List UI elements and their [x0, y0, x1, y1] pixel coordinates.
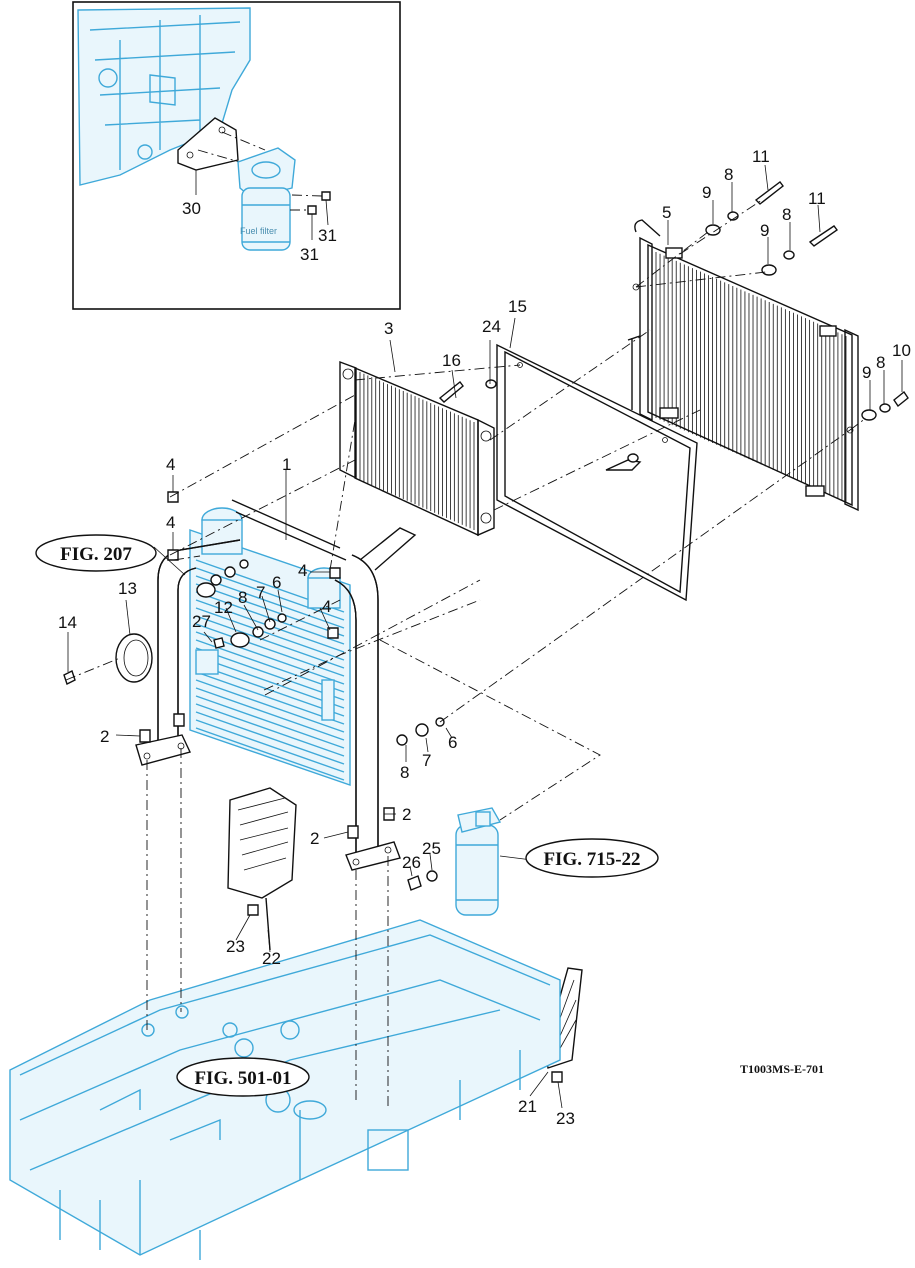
callout-30: 30	[182, 199, 201, 218]
callouts: 1 2 2 2 3 4 4 4 4 5 6 6 7 7 8 8 8 8 8 9 …	[58, 147, 911, 1128]
callout-4-c: 4	[298, 561, 307, 580]
callout-8-b: 8	[400, 763, 409, 782]
receiver-drier	[407, 807, 502, 916]
step-plate-left	[227, 787, 297, 951]
callout-24: 24	[482, 317, 501, 336]
fuel-filter: Fuel filter	[237, 147, 296, 251]
callout-5: 5	[662, 203, 671, 222]
seal-frame	[496, 343, 698, 602]
callout-4-d: 4	[322, 597, 331, 616]
fig-ref-501-01-label: FIG. 501-01	[194, 1068, 291, 1089]
leader-lines	[67, 317, 563, 1109]
callout-9-a: 9	[702, 183, 711, 202]
callout-7-b: 7	[422, 751, 431, 770]
callout-2-a: 2	[100, 727, 109, 746]
assembly-lines	[65, 329, 851, 1110]
callout-25: 25	[422, 839, 441, 858]
callout-14: 14	[58, 613, 77, 632]
callout-13: 13	[118, 579, 137, 598]
callout-31-b: 31	[318, 226, 337, 245]
callout-8-c: 8	[724, 165, 733, 184]
fig-ref-715-22[interactable]: FIG. 715-22	[525, 838, 659, 878]
callout-8-e: 8	[876, 353, 885, 372]
callout-3: 3	[384, 319, 393, 338]
callout-2-b: 2	[310, 829, 319, 848]
callout-2-c: 2	[402, 805, 411, 824]
callout-15: 15	[508, 297, 527, 316]
condenser-hardware	[635, 164, 909, 431]
callout-6-a: 6	[272, 573, 281, 592]
radiator	[189, 507, 351, 786]
inset-fuel-filter: Fuel filter 30 31 31	[72, 1, 401, 310]
callout-7-a: 7	[256, 583, 265, 602]
callout-16: 16	[442, 351, 461, 370]
callout-11-b: 11	[808, 189, 826, 208]
condenser-fins	[655, 252, 847, 502]
callout-11-a: 11	[752, 147, 770, 166]
filter-bracket	[177, 117, 266, 171]
condenser	[627, 219, 859, 512]
callout-21: 21	[518, 1097, 537, 1116]
fig-ref-501-01[interactable]: FIG. 501-01	[176, 1057, 310, 1097]
callout-12: 12	[214, 598, 233, 617]
callout-1: 1	[282, 455, 291, 474]
callout-4-b: 4	[166, 513, 175, 532]
callout-23-a: 23	[226, 937, 245, 956]
callout-27: 27	[192, 612, 211, 631]
callout-26: 26	[402, 853, 421, 872]
fig-ref-207[interactable]: FIG. 207	[35, 534, 157, 572]
fig-ref-207-label: FIG. 207	[60, 544, 132, 565]
fuel-filter-label: Fuel filter	[240, 226, 277, 236]
inset-bolts	[195, 170, 331, 240]
fig-ref-715-22-label: FIG. 715-22	[543, 849, 640, 870]
callout-8-a: 8	[238, 588, 247, 607]
callout-4-a: 4	[166, 455, 175, 474]
drawing-code: T1003MS-E-701	[740, 1062, 824, 1076]
callout-9-c: 9	[862, 363, 871, 382]
callout-8-d: 8	[782, 205, 791, 224]
callout-23-b: 23	[556, 1109, 575, 1128]
callout-31-a: 31	[300, 245, 319, 264]
intercooler	[339, 360, 497, 537]
callout-6-b: 6	[448, 733, 457, 752]
callout-22: 22	[262, 949, 281, 968]
callout-9-b: 9	[760, 221, 769, 240]
intercooler-fins	[359, 372, 475, 530]
callout-10: 10	[892, 341, 911, 360]
